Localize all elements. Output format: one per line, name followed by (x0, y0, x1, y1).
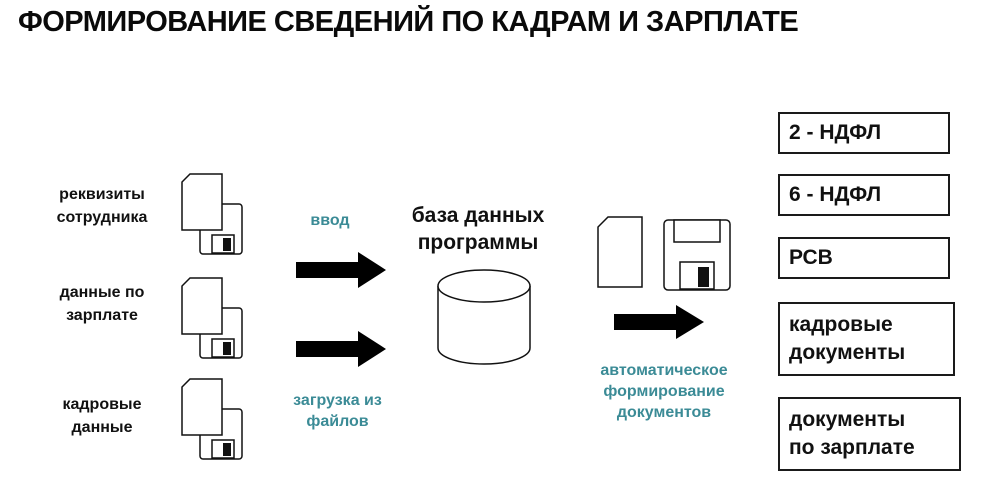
database-label: база данных программы (393, 202, 563, 256)
output-box-rsv: РСВ (778, 237, 950, 279)
arrow-right-icon (614, 305, 706, 339)
arrow-right-icon (296, 331, 388, 367)
output-box-label: документы (789, 408, 906, 431)
output-box-6-ndfl: 6 - НДФЛ (778, 174, 950, 216)
output-box-label: 2 - НДФЛ (789, 121, 882, 144)
document-floppy-icon-group (180, 377, 250, 461)
floppy-disk-icon (662, 218, 734, 292)
document-icon (181, 378, 223, 436)
upload-arrow-label-line: файлов (306, 413, 369, 430)
database-label-line: программы (417, 231, 539, 254)
source-label-line: зарплате (66, 307, 138, 324)
document-floppy-icon-group (180, 172, 250, 256)
page-title: ФОРМИРОВАНИЕ СВЕДЕНИЙ ПО КАДРАМ И ЗАРПЛА… (18, 6, 799, 38)
auto-generation-label: автоматическое формирование документов (576, 360, 752, 423)
source-label-line: сотрудника (56, 209, 148, 226)
document-icon (596, 215, 646, 291)
upload-arrow-label: загрузка из файлов (275, 390, 400, 432)
source-label-salary-data: данные по зарплате (32, 281, 172, 327)
output-box-salary-documents: документы по зарплате (778, 397, 961, 471)
input-arrow-label: ввод (310, 212, 350, 229)
output-box-label: РСВ (789, 246, 833, 269)
arrow-right-icon (296, 252, 388, 288)
source-label-line: кадровые (62, 396, 142, 413)
document-icon (181, 277, 223, 335)
source-label-line: реквизиты (59, 186, 145, 203)
source-label-hr-data: кадровые данные (32, 393, 172, 439)
source-label-employee-details: реквизиты сотрудника (32, 183, 172, 229)
output-box-hr-documents: кадровые документы (778, 302, 955, 376)
database-label-line: база данных (411, 204, 545, 227)
database-cylinder-icon (436, 268, 532, 368)
output-box-label: документы (789, 341, 906, 364)
document-floppy-icon-group (180, 276, 250, 360)
output-box-label: кадровые (789, 313, 893, 336)
auto-generation-label-line: автоматическое (600, 362, 728, 379)
source-label-line: данные (71, 419, 133, 436)
output-box-2-ndfl: 2 - НДФЛ (778, 112, 950, 154)
upload-arrow-label-line: загрузка из (293, 392, 382, 409)
output-box-label: по зарплате (789, 436, 915, 459)
output-box-label: 6 - НДФЛ (789, 183, 882, 206)
auto-generation-label-line: формирование (603, 383, 725, 400)
document-icon (181, 173, 223, 231)
source-label-line: данные по (59, 284, 145, 301)
auto-generation-label-line: документов (616, 404, 712, 421)
